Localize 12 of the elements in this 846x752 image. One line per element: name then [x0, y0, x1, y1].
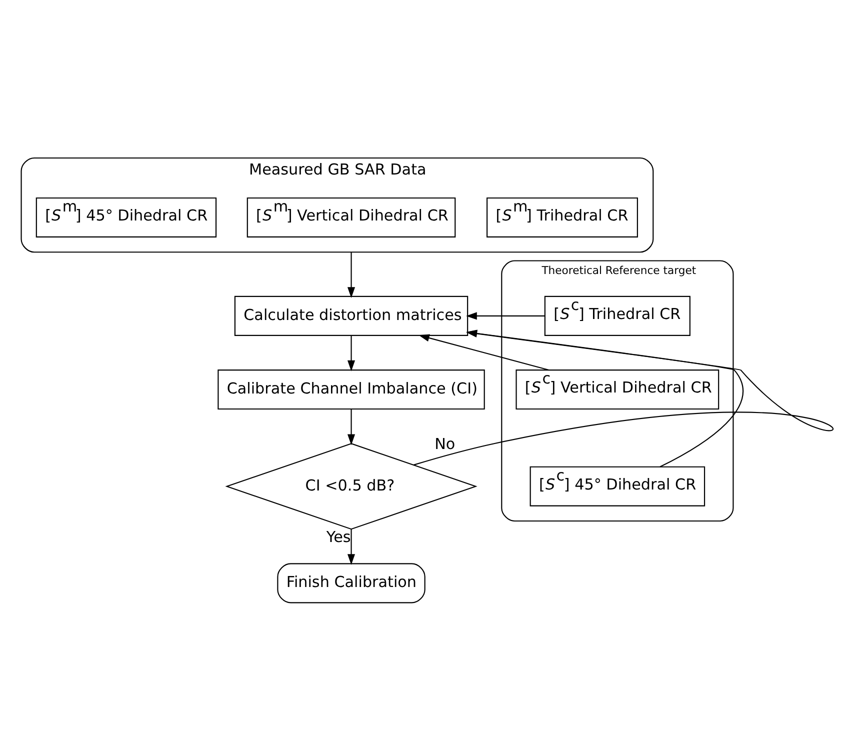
arrow — [347, 529, 356, 565]
node-box: Calibrate Channel Imbalance (CI) — [218, 370, 485, 410]
arrow — [347, 252, 356, 298]
edge-label: Yes — [326, 528, 351, 546]
arrow — [466, 330, 744, 468]
node-box: Calculate distortion matrices — [234, 296, 468, 336]
node-box: Finish Calibration — [277, 563, 426, 604]
arrow — [418, 334, 549, 371]
arrow — [414, 330, 832, 466]
arrow — [347, 336, 356, 372]
arrow — [466, 312, 545, 320]
arrow — [347, 409, 356, 446]
